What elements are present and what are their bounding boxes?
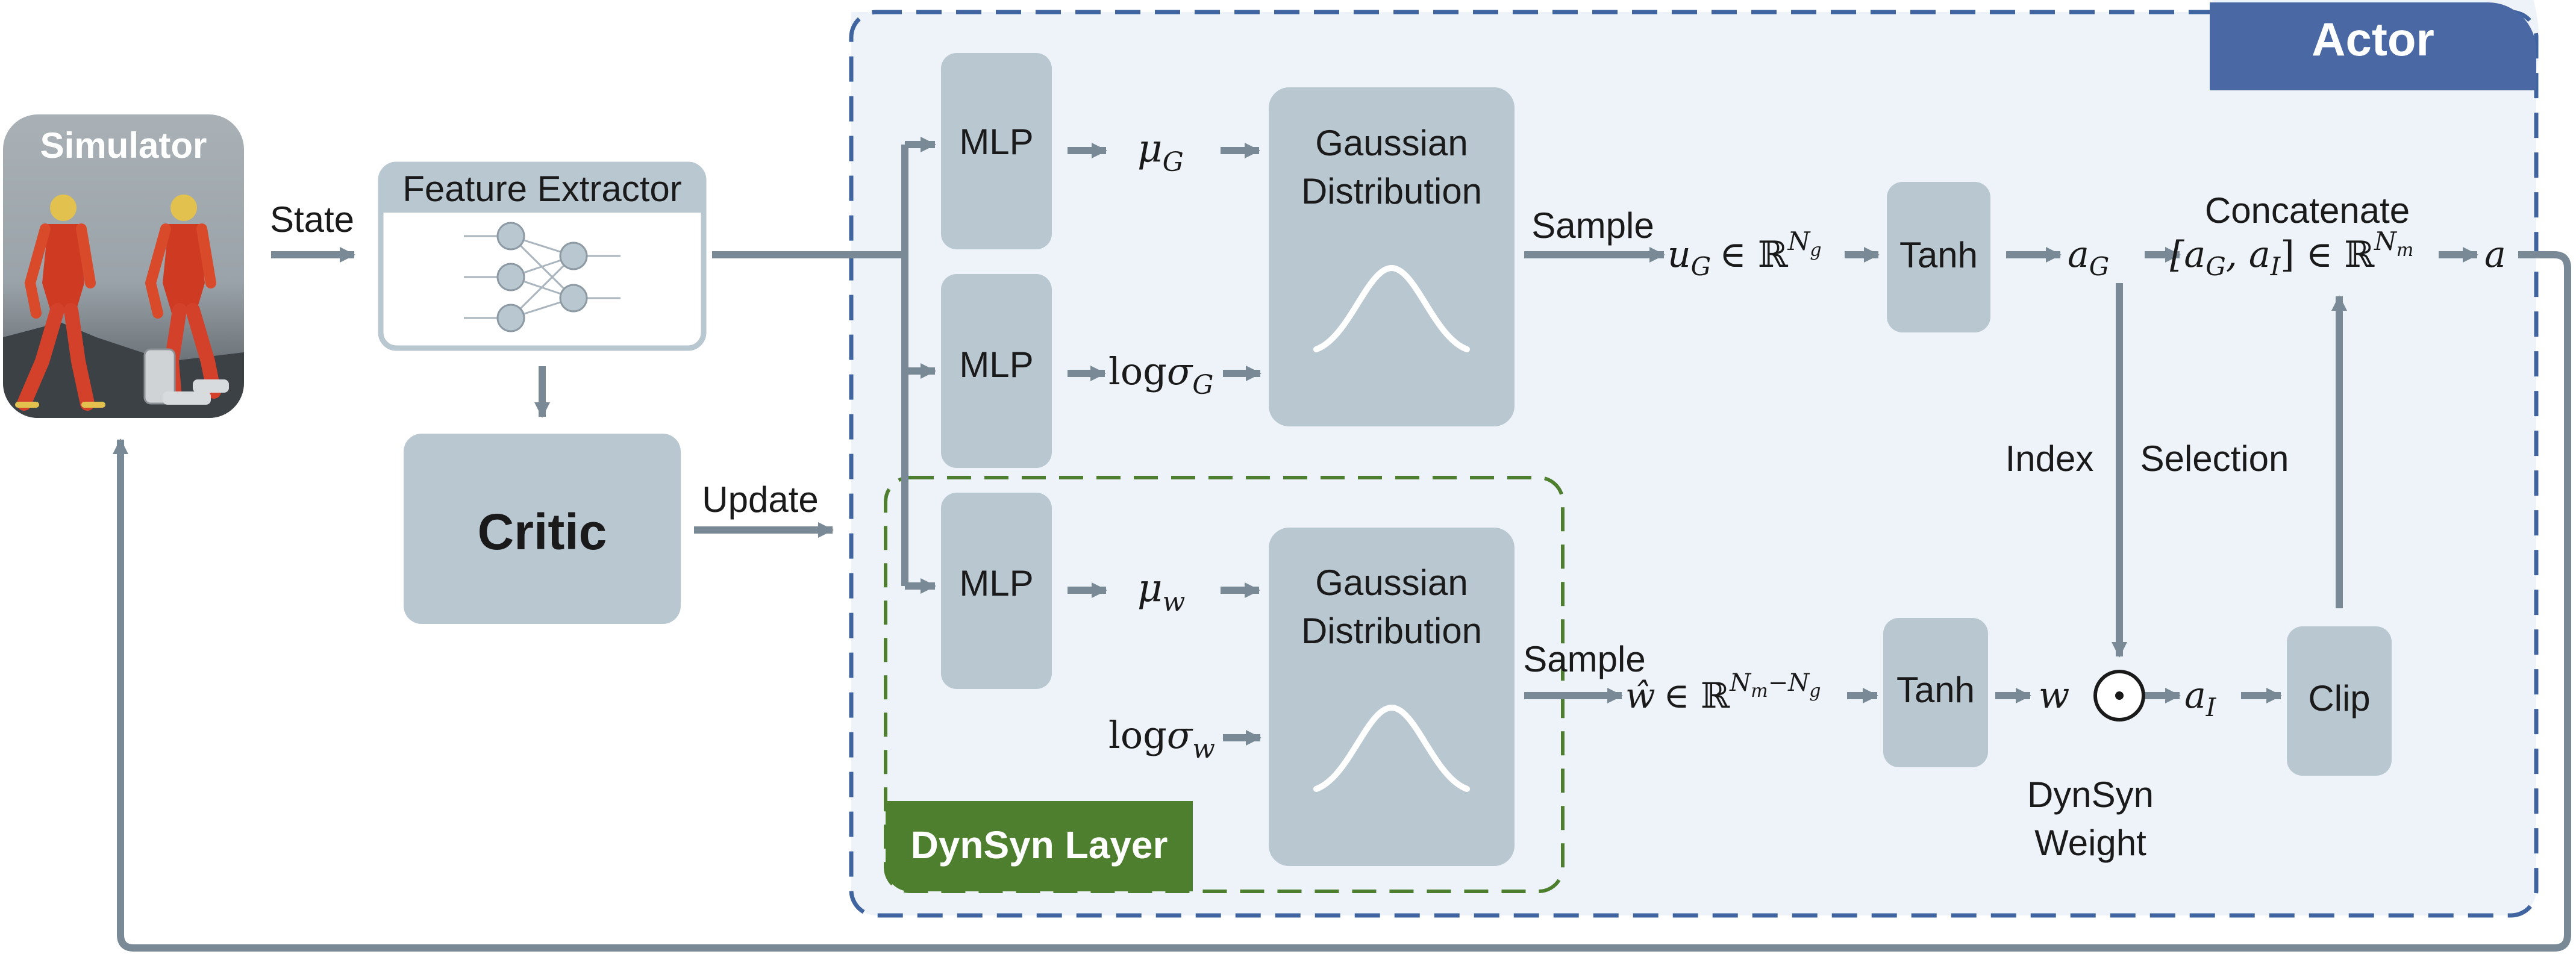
- a-i-base: a: [2184, 675, 2206, 717]
- a-g-symbol: aG: [2068, 234, 2109, 281]
- log-sigma-g-symbol: logσG: [1108, 349, 1213, 401]
- gaussian-distribution-top: Gaussian Distribution: [1269, 87, 1515, 426]
- concat-mid: , a: [2226, 234, 2271, 276]
- tanh-bottom-label: Tanh: [1896, 670, 1975, 710]
- w-hat-sup-s1: m: [1751, 681, 1768, 702]
- feature-extractor: Feature Extractor: [378, 161, 707, 351]
- gaussian-distribution-bottom: Gaussian Distribution: [1269, 528, 1515, 866]
- concat-sup-sub: m: [2396, 240, 2413, 261]
- mu-g-sub: G: [1163, 147, 1184, 178]
- tanh-block-top: Tanh: [1887, 182, 1990, 332]
- mlp-3-label: MLP: [959, 563, 1033, 603]
- concat-sup: N: [2374, 226, 2397, 256]
- mlp-block-2: MLP: [941, 274, 1052, 468]
- sample-bottom-label: Sample: [1523, 639, 1645, 679]
- w-hat-sup-n1: N: [1729, 669, 1752, 697]
- state-label: State: [270, 199, 354, 240]
- dynsyn-weight-line2: Weight: [2034, 823, 2146, 863]
- dynsyn-title: DynSyn Layer: [911, 823, 1168, 867]
- concat-sub1: G: [2206, 252, 2226, 281]
- w-hat-rel: ∈ ℝ: [1664, 675, 1730, 716]
- log-sigma-g-base: σ: [1167, 349, 1193, 393]
- concat-expression: [aG, aI] ∈ ℝNm: [2170, 226, 2413, 281]
- concat-open: [a: [2170, 234, 2206, 276]
- tanh-block-bottom: Tanh: [1883, 618, 1988, 767]
- critic-box: Critic: [404, 434, 681, 624]
- a-g-sub: G: [2089, 252, 2110, 281]
- concatenate-label: Concatenate: [2205, 190, 2410, 231]
- mlp-block-1: MLP: [941, 53, 1052, 249]
- a-i-symbol: aI: [2184, 675, 2217, 722]
- musculoskeletal-figure-2: [143, 195, 229, 405]
- a-output-symbol: a: [2484, 234, 2506, 276]
- bell-curve-icon: [1313, 704, 1470, 792]
- concat-sub2: I: [2270, 252, 2281, 281]
- musculoskeletal-figure-1: [15, 195, 105, 411]
- mlp-block-3: MLP: [941, 493, 1052, 689]
- clip-label: Clip: [2308, 678, 2370, 718]
- mlp-1-label: MLP: [959, 122, 1033, 162]
- log-sigma-g-sub: G: [1192, 370, 1213, 401]
- simulator-box: Simulator: [3, 114, 244, 418]
- a-g-base: a: [2068, 234, 2089, 276]
- mu-w-sub: w: [1163, 587, 1186, 617]
- mu-w-base: μ: [1137, 566, 1163, 611]
- index-label: Index: [2005, 438, 2094, 479]
- log-sigma-w-pre: log: [1108, 713, 1167, 757]
- mlp-2-label: MLP: [959, 344, 1033, 385]
- sample-top-label: Sample: [1531, 205, 1654, 246]
- nn-nodes: [496, 222, 588, 332]
- gauss-bot-line2: Distribution: [1301, 611, 1482, 651]
- tanh-top-label: Tanh: [1899, 235, 1978, 275]
- mu-g-base: μ: [1137, 126, 1163, 171]
- hadamard-product-node: [2093, 670, 2145, 722]
- u-g-sup: N: [1787, 226, 1811, 256]
- u-g-sup-sub: g: [1810, 240, 1821, 261]
- u-g-sub: G: [1691, 252, 1712, 281]
- actor-title: Actor: [2312, 13, 2434, 66]
- bell-curve-icon: [1313, 264, 1470, 352]
- update-label: Update: [702, 479, 818, 520]
- log-sigma-w-sub: w: [1192, 734, 1215, 764]
- u-g-base: u: [1668, 234, 1691, 276]
- dynsyn-weight-line1: DynSyn: [2027, 775, 2154, 815]
- gauss-top-line1: Gaussian: [1315, 123, 1468, 163]
- w-hat-sup-s2: g: [1809, 681, 1821, 702]
- simulator-title: Simulator: [40, 125, 207, 166]
- concat-close: ] ∈ ℝ: [2280, 234, 2375, 276]
- dynsyn-title-bg: [886, 801, 1193, 891]
- actor-title-bg: [2210, 2, 2536, 90]
- log-sigma-w-symbol: logσw: [1108, 713, 1215, 764]
- u-g-rel: ∈ ℝ: [1719, 234, 1788, 276]
- w-symbol: w: [2039, 675, 2069, 717]
- log-sigma-w-base: σ: [1167, 713, 1193, 757]
- feature-extractor-title: Feature Extractor: [402, 169, 682, 209]
- critic-title: Critic: [478, 503, 607, 560]
- gauss-bot-line1: Gaussian: [1315, 563, 1468, 603]
- mu-g-symbol: μG: [1137, 126, 1184, 178]
- gauss-top-line2: Distribution: [1301, 171, 1482, 211]
- dynsyn-layer-panel: DynSyn Layer: [884, 476, 1565, 893]
- a-i-sub: I: [2206, 693, 2217, 722]
- w-hat-sup-minus: −N: [1768, 669, 1811, 697]
- arrows: [113, 137, 2571, 952]
- u-g-expression: uG∈ ℝNg: [1668, 226, 1822, 281]
- mu-w-symbol: μw: [1137, 566, 1185, 617]
- log-sigma-g-pre: log: [1108, 349, 1167, 393]
- w-hat-base: ŵ: [1625, 675, 1655, 716]
- clip-block: Clip: [2287, 626, 2392, 776]
- selection-label: Selection: [2140, 438, 2289, 479]
- w-hat-expression: ŵ∈ ℝNm−Ng: [1625, 669, 1821, 716]
